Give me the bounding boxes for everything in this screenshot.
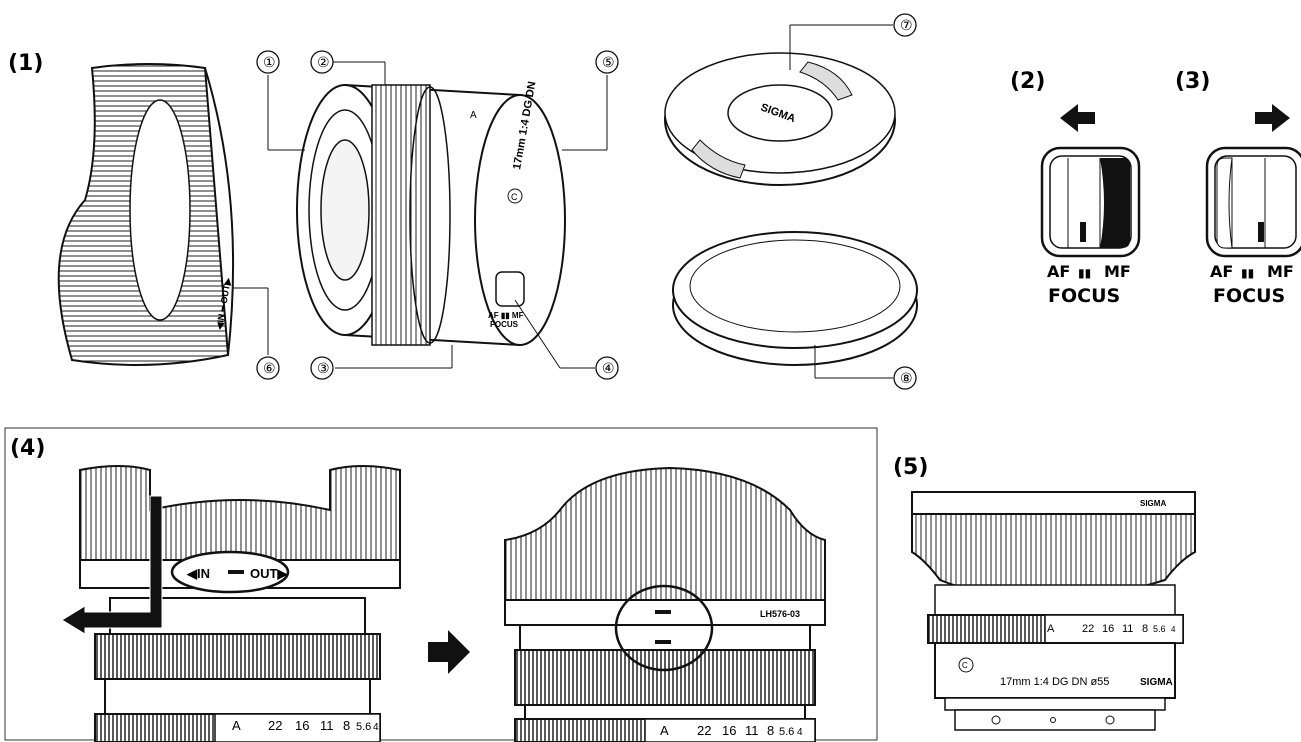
section-5: (5) SIGMA A 22 16 11 8 5.6 4 C 17mm 1:4 … — [893, 455, 1196, 731]
callout-4-label: ④ — [602, 361, 615, 377]
scale-4-right: 4 — [797, 727, 803, 738]
scale-8-left: 8 — [343, 718, 350, 733]
section-4: (4) ◀IN OUT▶ A 22 16 11 8 5.6 4 — [4, 427, 878, 742]
contemporary-letter-side: C — [962, 661, 968, 670]
focus-switch-small — [495, 271, 525, 307]
switch3-mf: MF — [1267, 262, 1294, 281]
reversed-hood-brand: SIGMA — [1140, 499, 1166, 508]
hood-attached: LH576-03 A 22 16 11 8 5.6 4 — [504, 466, 826, 742]
scale5-22: 22 — [1082, 623, 1094, 635]
scale-a-left: A — [232, 718, 241, 733]
scale5-16: 16 — [1102, 623, 1114, 635]
focus-switch-mf — [1205, 146, 1301, 258]
section-label-3: (3) — [1175, 69, 1210, 94]
hood-model-label: LH576-03 — [760, 609, 800, 619]
lens-body-3d: 17mm 1:4 DG DN C A AF ▮▮ MF FOCUS — [296, 80, 566, 347]
lens-brand-side: SIGMA — [1140, 677, 1173, 688]
callout-1-label: ① — [263, 55, 276, 71]
contemporary-badge-side — [958, 657, 974, 673]
switch-focus-small: FOCUS — [490, 320, 519, 329]
scale5-11: 11 — [1122, 623, 1133, 635]
switch2-mf: MF — [1104, 262, 1131, 281]
scale-56-left: 5.6 — [356, 721, 371, 733]
aperture-a-mark: A — [470, 110, 477, 121]
contemporary-badge — [507, 188, 523, 204]
section-1: (1) ◀IN ━ OUT▶ 17mm 1:4 DG DN C A AF ▮▮ … — [8, 50, 619, 380]
section-label-4: (4) — [10, 436, 45, 461]
switch-af-mf-small: AF ▮▮ MF — [488, 311, 524, 320]
callout-3-label: ③ — [317, 361, 330, 377]
callout-4: ④ — [514, 299, 619, 380]
callout-2-label: ② — [317, 55, 330, 71]
scale-11-right: 11 — [745, 723, 759, 738]
hood-out-label: OUT▶ — [250, 566, 288, 581]
section-3: (3) AF ▮▮ MF FOCUS — [1175, 69, 1301, 307]
scale-11-left: 11 — [320, 718, 334, 733]
scale5-56: 5.6 — [1153, 624, 1166, 634]
scale-22-right: 22 — [697, 723, 711, 738]
scale-4-left: 4 — [373, 722, 379, 733]
lens-body-side: A 22 16 11 8 5.6 4 C 17mm 1:4 DG DN ø55 … — [927, 584, 1184, 731]
scale-56-right: 5.6 — [779, 726, 794, 738]
callout-6-label: ⑥ — [263, 361, 276, 377]
section-4-frame — [4, 427, 878, 741]
hood-before-attach: ◀IN OUT▶ — [79, 465, 401, 594]
section-label-5: (5) — [893, 455, 928, 480]
switch2-af: AF — [1047, 262, 1070, 281]
section-label-2: (2) — [1010, 69, 1045, 94]
scale-22-left: 22 — [268, 718, 282, 733]
section-2: (2) AF ▮▮ MF FOCUS — [1010, 69, 1141, 307]
scale-8-right: 8 — [767, 723, 774, 738]
arrow-left-icon — [1060, 104, 1095, 132]
switch3-af: AF — [1210, 262, 1233, 281]
scale5-4: 4 — [1171, 625, 1176, 634]
switch3-focus: FOCUS — [1213, 285, 1285, 307]
callout-5: ⑤ — [562, 50, 619, 151]
switch2-marks: ▮▮ — [1078, 266, 1091, 280]
contemporary-letter: C — [511, 192, 518, 202]
scale-a-right: A — [660, 723, 669, 738]
switch2-focus: FOCUS — [1048, 285, 1120, 307]
callout-8-label: ⑧ — [900, 371, 913, 387]
scale5-a: A — [1047, 623, 1055, 635]
callout-2: ② — [310, 50, 386, 85]
callout-7-label: ⑦ — [900, 18, 913, 34]
hood-in-label: ◀IN — [186, 566, 210, 581]
attach-direction-arrow — [61, 495, 163, 635]
hood-reversed: SIGMA — [911, 491, 1196, 602]
scale5-8: 8 — [1142, 623, 1148, 635]
scale-16-right: 16 — [722, 723, 736, 738]
scale-16-left: 16 — [295, 718, 309, 733]
alignment-circle — [614, 584, 714, 672]
front-cap: SIGMA — [664, 52, 896, 186]
lens-model-side: 17mm 1:4 DG DN ø55 — [1000, 676, 1109, 688]
switch3-marks: ▮▮ — [1241, 266, 1254, 280]
callout-8: ⑧ — [814, 345, 917, 390]
section-label-1: (1) — [8, 51, 43, 76]
lens-hood-3d: ◀IN ━ OUT▶ — [57, 63, 235, 366]
callout-5-label: ⑤ — [602, 55, 615, 71]
arrow-right-icon-step — [428, 630, 470, 674]
rear-cap — [672, 231, 918, 366]
arrow-right-icon — [1255, 104, 1290, 132]
callout-3: ③ — [310, 345, 453, 380]
callout-7: ⑦ — [789, 13, 917, 70]
focus-switch-af — [1040, 146, 1141, 258]
callout-1: ① — [256, 50, 305, 151]
callout-6: ⑥ — [232, 287, 280, 380]
